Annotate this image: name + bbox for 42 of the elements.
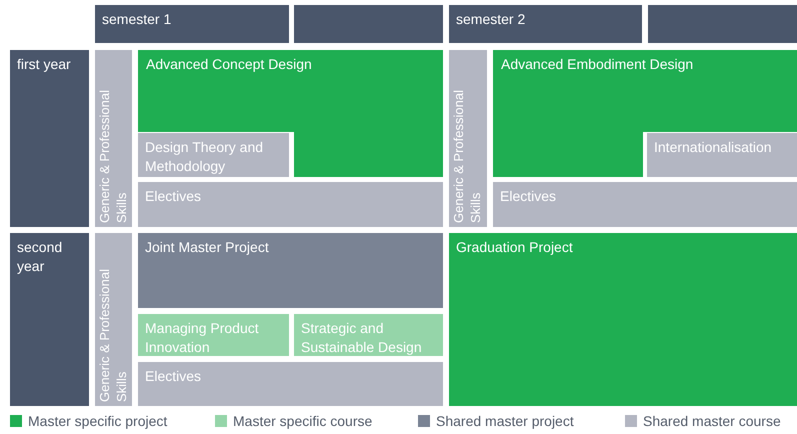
skills-label: Generic & Professional Skills (450, 89, 484, 223)
block-title: semester 2 (456, 10, 526, 29)
block-title: Graduation Project (456, 238, 574, 257)
block-title: Internationalisation (654, 138, 773, 157)
block-title: Strategic and Sustainable Design (301, 319, 423, 357)
year-header (10, 50, 89, 227)
block-title: Advanced Embodiment Design (501, 55, 694, 74)
block-title: Electives (145, 367, 202, 386)
skills-bar (449, 50, 487, 227)
block-title: Electives (500, 187, 558, 206)
block-title: Design Theory and Methodology (145, 138, 264, 176)
project-block (138, 50, 443, 177)
block-title: semester 1 (102, 10, 172, 29)
block-title: second year (17, 238, 64, 276)
course-block (647, 133, 797, 177)
course-block (138, 362, 443, 406)
header-block (294, 5, 443, 43)
skills-label: Generic & Professional Skills (96, 268, 130, 402)
project-block (138, 233, 443, 308)
block-title: first year (17, 55, 72, 74)
course-block (138, 133, 289, 177)
legend-label: Master specific course (233, 413, 372, 429)
skills-label: Generic & Professional Skills (96, 89, 130, 223)
course-block (138, 182, 443, 227)
legend-label: Master specific project (28, 413, 168, 429)
skills-bar (95, 233, 132, 406)
block-title: Advanced Concept Design (146, 55, 313, 74)
course-block (493, 182, 797, 227)
semester-header (95, 5, 289, 43)
course-block (294, 314, 443, 356)
block-title: Managing Product Innovation (145, 319, 260, 357)
course-block (138, 314, 289, 356)
project-block (449, 233, 797, 406)
semester-header (449, 5, 642, 43)
block-title: Electives (145, 187, 202, 206)
legend-label: Shared master project (436, 413, 574, 429)
block-title: Joint Master Project (145, 238, 270, 257)
project-block (493, 50, 797, 177)
skills-bar (95, 50, 132, 227)
header-block (648, 5, 797, 43)
legend-label: Shared master course (643, 413, 781, 429)
year-header (10, 233, 89, 406)
